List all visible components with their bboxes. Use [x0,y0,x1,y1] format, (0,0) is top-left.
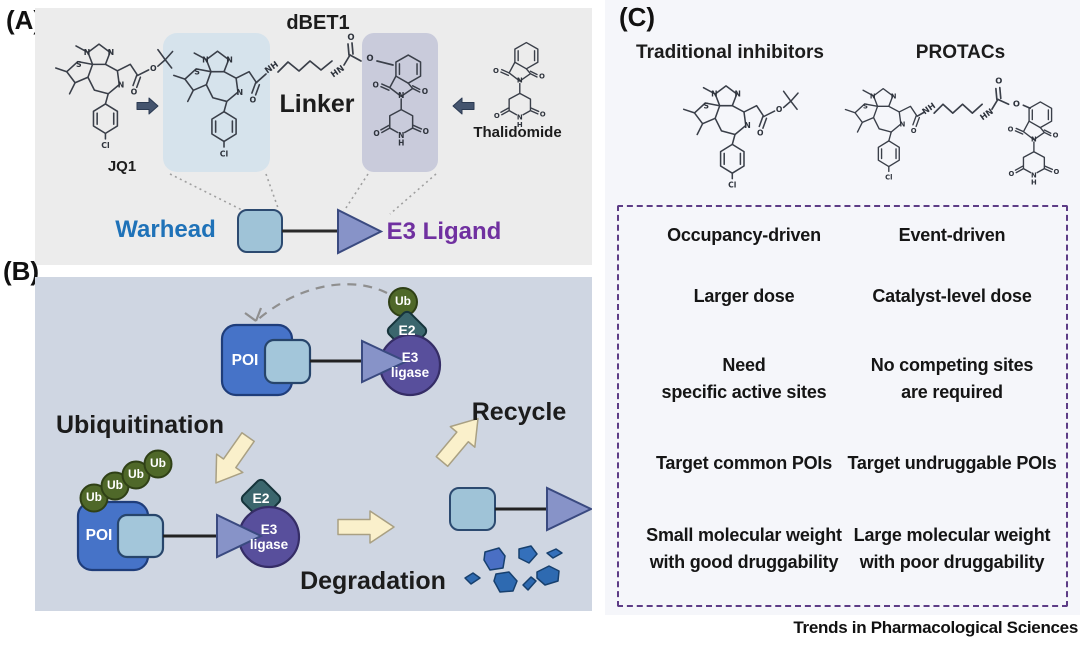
panel-c: (C) Traditional inhibitors PROTACs Occup… [605,0,1080,615]
jq1-structure [684,86,798,190]
recycle-label: Recycle [471,398,567,426]
ubiquitination-label: Ubiquitination [55,411,225,439]
ub-label: Ub [107,478,123,492]
warhead-square-icon [263,338,312,385]
panel-b-letter: (B) [3,256,40,286]
e2-label: E2 [398,322,416,338]
comparison-cell-left: Larger dose [693,286,795,306]
jq1-to-dbet1-arrow-icon [136,97,159,115]
e3-ligand-label: E3 Ligand [386,218,502,245]
dotted-line [265,173,279,209]
thalidomide-label: Thalidomide [473,124,562,141]
comparison-cell-right: No competing sites are required [870,355,1034,402]
comparison-cell-left: Small molecular weight with good druggab… [646,525,842,572]
comparison-cell-left: Occupancy-driven [667,225,821,245]
comparison-cell-right: Large molecular weight with poor druggab… [853,525,1051,572]
ub-label: Ub [395,294,411,308]
dotted-line [169,173,243,211]
e3-triangle-icon [546,486,592,532]
ternary-complex-top [220,287,442,397]
e3-triangle-icon [216,513,264,559]
degradation-arrow-icon [337,510,395,544]
comparison-cell-right: Target undruggable POIs [847,453,1057,473]
e2-label: E2 [252,490,270,506]
protac-structure [845,76,1059,187]
warhead-label: Warhead [115,216,216,243]
e3-ligase-label: E3 ligase [249,522,289,552]
comparison-cell-left: Target common POIs [655,453,833,473]
comparison-cell-left: Need specific active sites [661,355,827,402]
comparison-box [617,205,1068,607]
panel-b: POI Ub E2 E3 ligase POI Ub Ub Ub Ub E2 E… [35,277,592,611]
panel-c-structures [613,66,1075,206]
thalidomide-structure [492,41,547,130]
warhead-highlight-region [163,33,270,172]
recycle-dashed-arc [244,283,388,322]
comparison-cell-right: Event-driven [898,225,1006,245]
comparison-cell-right: Catalyst-level dose [872,286,1032,306]
ub-circle [143,449,173,479]
svg-text:HN: HN [329,64,346,80]
ternary-complex-bottom [76,449,301,572]
traditional-inhibitors-header: Traditional inhibitors [636,42,824,63]
ub-label: Ub [128,467,144,481]
warhead-square-icon [116,513,165,559]
poi-label: POI [231,352,259,369]
dotted-line [389,173,437,215]
e3-triangle-icon [337,208,384,255]
panel-a-drawing: NH HN OO [35,33,547,255]
e3-ligase-label: E3 ligase [390,350,430,380]
svg-text:O: O [347,33,354,43]
warhead-square-icon [449,487,496,531]
jq1-structure [56,44,173,150]
journal-footer: Trends in Pharmacological Sciences [793,618,1078,637]
protacs-header: PROTACs [915,42,1006,63]
e3-ligand-highlight-region [362,33,438,172]
ub-label: Ub [86,490,102,504]
panel-b-drawing [76,283,592,593]
e3-triangle-icon [361,339,409,384]
compound-title: dBET1 [286,12,350,34]
ub-label: Ub [150,456,166,470]
linker-label: Linker [279,90,355,118]
degradation-label: Degradation [300,567,446,595]
panel-c-letter: (C) [619,2,656,32]
jq1-label: JQ1 [107,158,137,175]
free-protac [449,486,592,532]
warhead-square-icon [237,209,283,253]
thalidomide-to-dbet1-arrow-icon [452,97,475,115]
poi-label: POI [85,527,113,544]
dotted-line [343,173,369,212]
degraded-fragments [464,545,563,593]
svg-text:O: O [366,54,373,64]
